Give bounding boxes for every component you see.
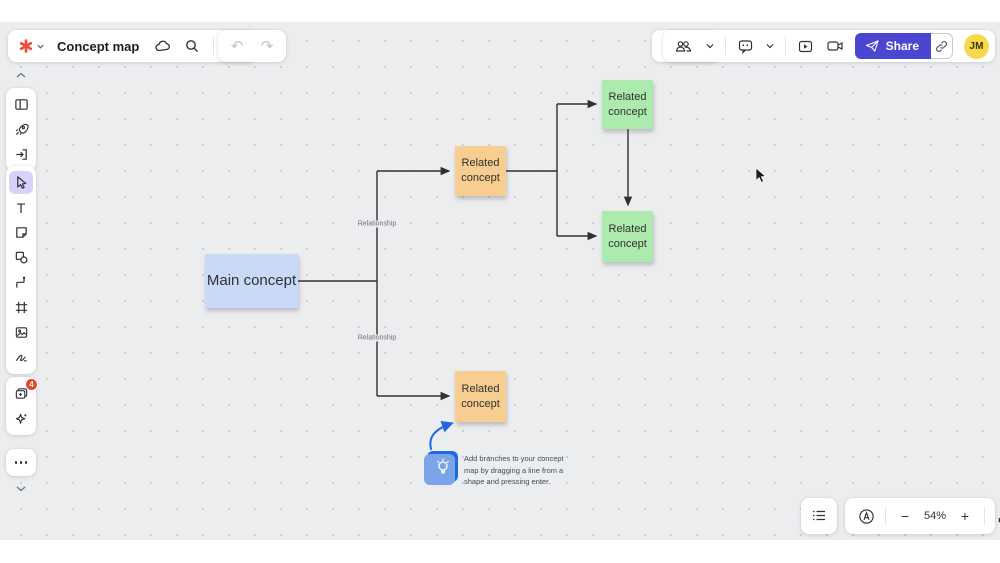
mouse-cursor	[755, 168, 767, 183]
toolbar-expand-button[interactable]	[10, 481, 32, 495]
search-icon	[186, 40, 199, 52]
accessibility-button[interactable]	[853, 503, 879, 529]
copy-link-button[interactable]	[931, 33, 953, 59]
share-button[interactable]: Share	[854, 33, 931, 59]
app-logo-icon	[19, 39, 33, 53]
tool-import[interactable]	[9, 143, 33, 166]
presentation-play-icon	[799, 40, 813, 52]
paper-plane-icon	[865, 40, 879, 52]
templates-icon	[14, 99, 28, 110]
link-icon	[936, 40, 947, 52]
zoom-level[interactable]: 54%	[923, 510, 947, 522]
share-group: Share	[854, 33, 953, 59]
expand-icon	[998, 517, 1000, 522]
sticky-note-icon	[15, 227, 27, 238]
chevron-down-icon	[766, 44, 774, 49]
app-logo-menu[interactable]	[16, 38, 47, 54]
video-call-button[interactable]	[822, 33, 848, 59]
chevron-up-icon	[16, 72, 26, 78]
comment-icon	[739, 39, 753, 54]
toolbar-main-group: T	[6, 166, 36, 374]
cloud-icon	[155, 40, 170, 51]
connector-label-relationship-1[interactable]: Relationship	[354, 220, 400, 228]
zoom-out-button[interactable]: −	[900, 508, 910, 524]
tool-cards[interactable]: 4	[9, 378, 38, 405]
sticky-note-related-green-bottom[interactable]: Related concept	[602, 211, 653, 262]
tip-line-3: shape and pressing enter.	[464, 477, 551, 486]
sticky-note-related-green-top[interactable]: Related concept	[602, 80, 653, 129]
sync-cloud-button[interactable]	[149, 33, 175, 59]
present-button[interactable]	[793, 33, 819, 59]
history-panel: ↶ ↷	[218, 30, 286, 62]
import-icon	[15, 149, 27, 160]
tool-shapes[interactable]	[9, 246, 33, 269]
tool-sticky-note[interactable]	[9, 221, 33, 244]
connector-line-icon	[15, 276, 25, 288]
board-title[interactable]: Concept map	[57, 38, 140, 54]
collaborators-dropdown[interactable]	[702, 33, 718, 59]
tool-ai-assist[interactable]	[9, 407, 33, 430]
chevron-down-icon	[16, 485, 26, 491]
users-group-icon	[676, 41, 692, 52]
divider	[784, 37, 786, 55]
list-icon	[813, 510, 825, 520]
shapes-icon	[15, 251, 27, 264]
share-button-label: Share	[885, 39, 919, 53]
chevron-down-icon	[706, 44, 714, 49]
zoom-controls-panel: − 54% +	[845, 498, 1000, 534]
tool-quick-start[interactable]	[9, 118, 33, 141]
tip-line-2: map by dragging a line from a	[464, 465, 564, 475]
tool-templates[interactable]	[9, 93, 33, 116]
comments-button[interactable]	[733, 33, 759, 59]
tip-line-1: Add branches to your concept	[464, 454, 564, 463]
video-camera-icon	[827, 41, 843, 51]
undo-button[interactable]: ↶	[230, 37, 244, 55]
frames-list-button[interactable]	[801, 498, 837, 534]
comments-dropdown[interactable]	[762, 33, 778, 59]
sparkle-icon	[15, 413, 27, 424]
toolbar-top-group	[6, 88, 36, 171]
collaboration-panel: Share JM	[662, 30, 995, 62]
toolbar-more-button[interactable]	[6, 449, 36, 476]
zoom-in-button[interactable]: +	[960, 508, 970, 524]
connector-label-relationship-2[interactable]: Relationship	[354, 334, 400, 342]
sticky-note-related-top[interactable]: Related concept	[455, 146, 506, 196]
sticky-note-main-concept[interactable]: Main concept	[205, 254, 298, 308]
sticky-note-related-bottom[interactable]: Related concept	[455, 371, 506, 422]
frame-icon	[15, 301, 27, 314]
redo-button[interactable]: ↷	[260, 37, 274, 55]
image-icon	[15, 327, 27, 338]
pen-scribble-icon	[15, 354, 27, 362]
cursor-select-icon	[16, 176, 26, 189]
rocket-icon	[15, 123, 29, 136]
collaborators-button[interactable]	[669, 33, 699, 59]
user-avatar[interactable]: JM	[964, 33, 989, 59]
ellipsis-icon	[14, 461, 28, 464]
tip-lightbulb-icon	[424, 451, 458, 485]
search-button[interactable]	[179, 33, 205, 59]
toolbar-apps-group: 4	[6, 377, 38, 435]
tool-pen[interactable]	[9, 346, 33, 369]
toolbar-collapse-button[interactable]	[10, 68, 32, 82]
tool-frame[interactable]	[9, 296, 33, 319]
tool-connector[interactable]	[9, 271, 33, 294]
tool-select[interactable]	[9, 171, 33, 194]
chevron-down-icon	[37, 44, 44, 49]
notification-badge: 4	[25, 378, 38, 391]
divider	[984, 507, 985, 525]
whiteboard-canvas[interactable]: Main concept Related concept Related con…	[0, 22, 1000, 540]
tool-image[interactable]	[9, 321, 33, 344]
fullscreen-button[interactable]	[991, 503, 1000, 529]
divider	[724, 37, 726, 55]
divider	[885, 507, 886, 525]
tool-text[interactable]: T	[16, 199, 26, 216]
tip-text: Add branches to your concept map by drag…	[464, 453, 584, 488]
board-header-panel: Concept map	[8, 30, 257, 62]
circled-a-icon	[858, 508, 874, 524]
cards-icon	[15, 388, 27, 399]
divider	[213, 37, 215, 55]
